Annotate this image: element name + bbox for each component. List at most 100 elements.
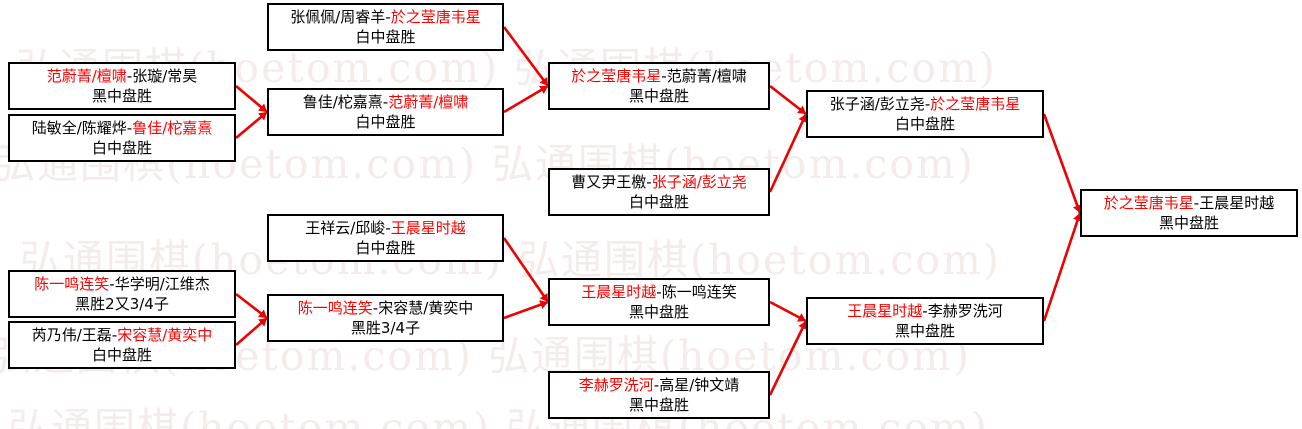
match-winner: 宋容慧/黄奕中 <box>117 326 213 344</box>
connector-line <box>503 300 549 320</box>
match-box[interactable]: 於之莹唐韦星-王晨星时越黑中盘胜 <box>1080 189 1298 237</box>
connector-arrow-icon <box>258 309 267 318</box>
match-box[interactable]: 於之莹唐韦星-范蔚菁/檀啸黑中盘胜 <box>548 62 770 110</box>
connector-line <box>235 292 268 320</box>
match-winner: 於之莹唐韦星 <box>1103 194 1194 212</box>
match-result: 黑胜3/4子 <box>350 318 421 337</box>
versus-separator: - <box>653 376 660 394</box>
connector-arrow-icon <box>797 105 806 114</box>
connector-arrow-icon <box>797 313 806 322</box>
connector-line <box>503 84 549 114</box>
match-players: 鲁佳/柁嘉熹-范蔚菁/檀啸 <box>269 93 502 113</box>
match-loser: 宋容慧/黄奕中 <box>378 299 474 317</box>
match-result: 黑中盘胜 <box>628 86 689 105</box>
match-box[interactable]: 陈一鸣连笑-宋容慧/黄奕中黑胜3/4子 <box>267 294 504 342</box>
match-result: 黑胜2又3/4子 <box>75 294 169 313</box>
match-winner: 陈一鸣连笑 <box>297 299 373 317</box>
versus-separator: - <box>126 119 133 137</box>
match-players: 芮乃伟/王磊-宋容慧/黄奕中 <box>10 326 234 346</box>
match-box[interactable]: 陈一鸣连笑-华学明/江维杰黑胜2又3/4子 <box>8 270 236 318</box>
match-winner: 王晨星时越 <box>390 219 466 237</box>
connector-arrow-icon <box>258 103 267 112</box>
match-loser: 张子涵/彭立尧 <box>829 95 925 113</box>
versus-separator: - <box>1193 194 1200 212</box>
match-box[interactable]: 芮乃伟/王磊-宋容慧/黄奕中白中盘胜 <box>8 321 236 369</box>
match-players: 李赫罗洗河-高星/钟文靖 <box>550 376 768 396</box>
connector-arrow-icon <box>539 77 548 86</box>
match-box[interactable]: 范蔚菁/檀啸-张璇/常昊黑中盘胜 <box>8 62 236 110</box>
match-players: 范蔚菁/檀啸-张璇/常昊 <box>10 67 234 87</box>
versus-separator: - <box>656 283 662 301</box>
match-result: 白中盘胜 <box>894 114 955 133</box>
match-loser: 陆敏全/陈耀烨 <box>31 119 127 137</box>
match-result: 黑中盘胜 <box>1158 213 1219 232</box>
connector-line <box>769 300 807 323</box>
versus-separator: - <box>109 275 115 293</box>
match-result: 白中盘胜 <box>91 345 152 364</box>
match-result: 白中盘胜 <box>628 192 689 211</box>
connector-line <box>769 84 807 116</box>
connector-arrow-icon <box>539 85 548 94</box>
connector-arrow-icon <box>258 112 267 121</box>
versus-separator: - <box>111 326 118 344</box>
match-winner: 范蔚菁/檀啸 <box>388 93 469 111</box>
versus-separator: - <box>385 8 391 26</box>
match-winner: 鲁佳/柁嘉熹 <box>132 119 213 137</box>
connector-line <box>1042 212 1082 322</box>
match-players: 於之莹唐韦星-王晨星时越 <box>1082 194 1296 214</box>
versus-separator: - <box>372 299 379 317</box>
connector-line <box>502 237 550 303</box>
match-box[interactable]: 陆敏全/陈耀烨-鲁佳/柁嘉熹白中盘胜 <box>8 114 236 162</box>
match-loser: 王祥云/邱峻 <box>305 219 386 237</box>
match-winner: 张子涵/彭立尧 <box>651 173 747 191</box>
match-players: 陈一鸣连笑-华学明/江维杰 <box>10 275 234 295</box>
versus-separator: - <box>382 93 389 111</box>
connector-line <box>235 317 268 346</box>
match-result: 黑中盘胜 <box>628 302 689 321</box>
match-players: 王晨星时越-陈一鸣连笑 <box>550 283 768 303</box>
match-loser: 范蔚菁/檀啸 <box>666 67 747 85</box>
versus-separator: - <box>385 219 391 237</box>
match-box[interactable]: 张子涵/彭立尧-於之莹唐韦星白中盘胜 <box>806 90 1044 138</box>
match-loser: 高星/钟文靖 <box>659 376 740 394</box>
match-players: 陆敏全/陈耀烨-鲁佳/柁嘉熹 <box>10 119 234 139</box>
match-box[interactable]: 王晨星时越-李赫罗洗河黑中盘胜 <box>806 297 1044 345</box>
connector-line <box>235 85 268 113</box>
match-players: 王晨星时越-李赫罗洗河 <box>808 302 1042 322</box>
match-result: 黑中盘胜 <box>628 395 689 414</box>
match-box[interactable]: 王祥云/邱峻-王晨星时越白中盘胜 <box>267 214 504 262</box>
match-box[interactable]: 鲁佳/柁嘉熹-范蔚菁/檀啸白中盘胜 <box>267 88 504 136</box>
match-players: 曹又尹王檄-张子涵/彭立尧 <box>550 173 768 193</box>
connector-arrow-icon <box>258 318 267 327</box>
match-loser: 曹又尹王檄 <box>571 173 647 191</box>
versus-separator: - <box>126 67 133 85</box>
match-box[interactable]: 王晨星时越-陈一鸣连笑黑中盘胜 <box>548 278 770 326</box>
connector-line <box>502 26 550 87</box>
match-result: 白中盘胜 <box>91 138 152 157</box>
match-players: 王祥云/邱峻-王晨星时越 <box>269 219 502 239</box>
connector-line <box>235 111 268 139</box>
match-result: 白中盘胜 <box>355 112 416 131</box>
match-winner: 王晨星时越 <box>581 283 657 301</box>
match-winner: 於之莹唐韦星 <box>930 95 1021 113</box>
match-loser: 王晨星时越 <box>1199 194 1275 212</box>
versus-separator: - <box>924 95 931 113</box>
match-players: 张佩佩/周睿羊-於之莹唐韦星 <box>269 8 502 28</box>
connector-arrow-icon <box>539 300 548 310</box>
match-result: 黑中盘胜 <box>91 86 152 105</box>
match-box[interactable]: 张佩佩/周睿羊-於之莹唐韦星白中盘胜 <box>267 3 504 51</box>
match-loser: 陈一鸣连笑 <box>661 283 737 301</box>
versus-separator: - <box>922 302 928 320</box>
match-box[interactable]: 曹又尹王檄-张子涵/彭立尧白中盘胜 <box>548 168 770 216</box>
match-winner: 於之莹唐韦星 <box>571 67 662 85</box>
versus-separator: - <box>661 67 667 85</box>
match-result: 白中盘胜 <box>355 238 416 257</box>
match-loser: 鲁佳/柁嘉熹 <box>302 93 383 111</box>
match-winner: 於之莹唐韦星 <box>390 8 481 26</box>
match-loser: 张佩佩/周睿羊 <box>290 8 386 26</box>
match-result: 黑中盘胜 <box>894 321 955 340</box>
connector-arrow-icon <box>539 293 548 302</box>
match-box[interactable]: 李赫罗洗河-高星/钟文靖黑中盘胜 <box>548 371 770 419</box>
match-players: 陈一鸣连笑-宋容慧/黄奕中 <box>269 299 502 319</box>
match-loser: 华学明/江维杰 <box>114 275 210 293</box>
